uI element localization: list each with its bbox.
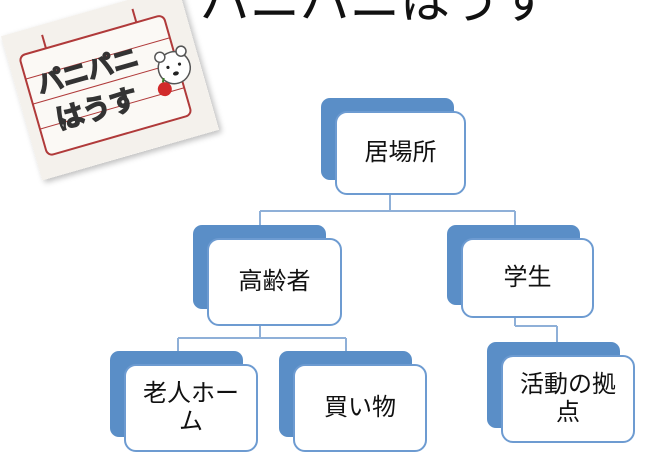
activity-base-node-label: 活動の拠点 xyxy=(520,370,616,426)
activity-base-node: 活動の拠点 xyxy=(501,355,635,443)
shopping-node-label: 買い物 xyxy=(324,393,396,422)
root-node: 居場所 xyxy=(335,111,466,195)
apple-icon xyxy=(157,77,172,97)
nursing-home-node: 老人ホーム xyxy=(124,364,258,452)
slide-title: パニパニはうす xyxy=(200,0,550,30)
shopping-node: 買い物 xyxy=(293,364,427,452)
student-node: 学生 xyxy=(461,238,594,318)
student-node-label: 学生 xyxy=(503,263,552,292)
bear-illustration xyxy=(154,45,192,85)
elderly-node: 高齢者 xyxy=(207,238,342,326)
root-node-label: 居場所 xyxy=(364,138,437,167)
sign-photo: パニパニ はうす xyxy=(0,0,220,181)
nursing-home-node-label: 老人ホーム xyxy=(143,379,239,435)
elderly-node-label: 高齢者 xyxy=(238,267,311,296)
